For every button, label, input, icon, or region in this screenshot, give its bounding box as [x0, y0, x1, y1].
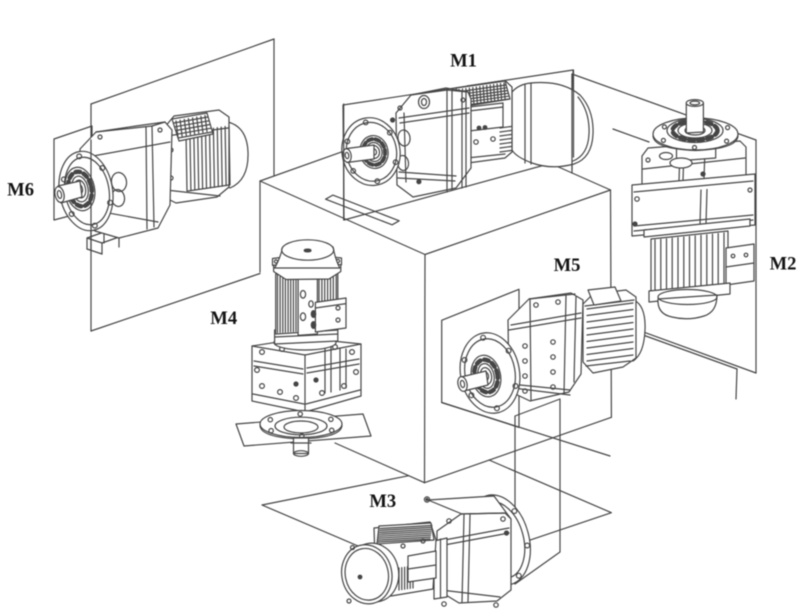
svg-text:M5: M5	[554, 255, 581, 276]
svg-text:M2: M2	[770, 254, 797, 275]
svg-text:M1: M1	[450, 51, 477, 72]
svg-text:M6: M6	[7, 180, 34, 201]
svg-text:M3: M3	[369, 491, 396, 512]
svg-text:M4: M4	[210, 308, 237, 329]
